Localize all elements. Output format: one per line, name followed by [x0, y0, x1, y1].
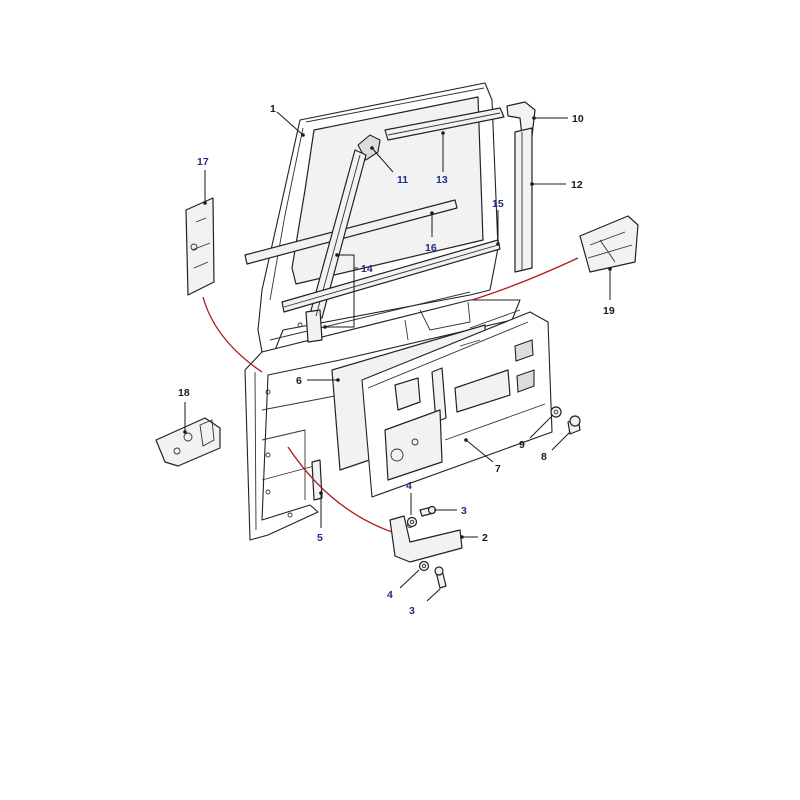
- callout-4b: 4: [387, 569, 420, 601]
- callout-5: 5: [317, 491, 323, 544]
- callout-6: 6: [296, 375, 340, 387]
- callout-label: 19: [603, 305, 615, 317]
- callout-label: 4: [406, 480, 412, 492]
- callout-label: 6: [296, 375, 302, 387]
- callout-label: 8: [541, 451, 547, 463]
- callout-19: 19: [603, 267, 615, 317]
- callout-1: 1: [270, 103, 305, 137]
- washer-fasteners: [406, 406, 562, 572]
- membrane-sheet-part: [579, 215, 639, 273]
- callout-label: 9: [519, 439, 525, 451]
- callout-7: 7: [464, 438, 501, 475]
- trim-panel-part: [361, 309, 553, 498]
- callout-4a: 4: [406, 480, 412, 515]
- callout-label: 3: [461, 505, 467, 517]
- callout-10: 10: [532, 113, 584, 125]
- callout-8: 8: [541, 431, 571, 463]
- callout-label: 13: [436, 174, 448, 186]
- callout-label: 17: [197, 156, 209, 168]
- callout-label: 10: [572, 113, 584, 125]
- callout-label: 4: [387, 589, 393, 601]
- callout-3b: 3: [409, 588, 441, 617]
- mid-rail-part: [244, 199, 458, 265]
- top-seal-channel-part: [384, 107, 505, 141]
- callout-label: 3: [409, 605, 415, 617]
- callout-14: 14: [323, 253, 373, 329]
- callout-label: 15: [492, 198, 504, 210]
- hinge-bracket-part: [185, 197, 215, 296]
- callout-11: 11: [370, 146, 408, 186]
- screw-fasteners: [419, 415, 581, 589]
- callout-16: 16: [425, 211, 437, 254]
- callout-label: 18: [178, 387, 190, 399]
- callout-2: 2: [460, 532, 488, 544]
- callout-label: 12: [571, 179, 583, 191]
- callout-label: 1: [270, 103, 276, 115]
- link-strap-to-bracket: [287, 446, 393, 533]
- callout-label: 2: [482, 532, 488, 544]
- check-strap-bracket-part: [155, 417, 221, 467]
- callout-17: 17: [197, 156, 209, 205]
- run-channel-part: [305, 149, 367, 343]
- callout-18: 18: [178, 387, 190, 434]
- callout-13: 13: [436, 131, 448, 186]
- callout-9: 9: [519, 416, 552, 451]
- lower-bracket-part: [389, 515, 463, 563]
- waist-seal-part: [281, 239, 501, 313]
- vertical-seal-part: [514, 127, 533, 273]
- callout-3a: 3: [434, 505, 467, 517]
- callout-label: 16: [425, 242, 437, 254]
- callout-label: 7: [495, 463, 501, 475]
- callout-label: 11: [397, 174, 408, 186]
- callout-label: 5: [317, 532, 323, 544]
- stud-bar-part: [311, 459, 323, 501]
- callout-15: 15: [492, 198, 504, 246]
- link-hinge-to-frame: [202, 296, 263, 373]
- link-membrane-to-frame: [471, 257, 579, 301]
- callout-12: 12: [530, 179, 583, 191]
- red-link-curves: [202, 257, 579, 533]
- callout-label: 14: [361, 263, 373, 275]
